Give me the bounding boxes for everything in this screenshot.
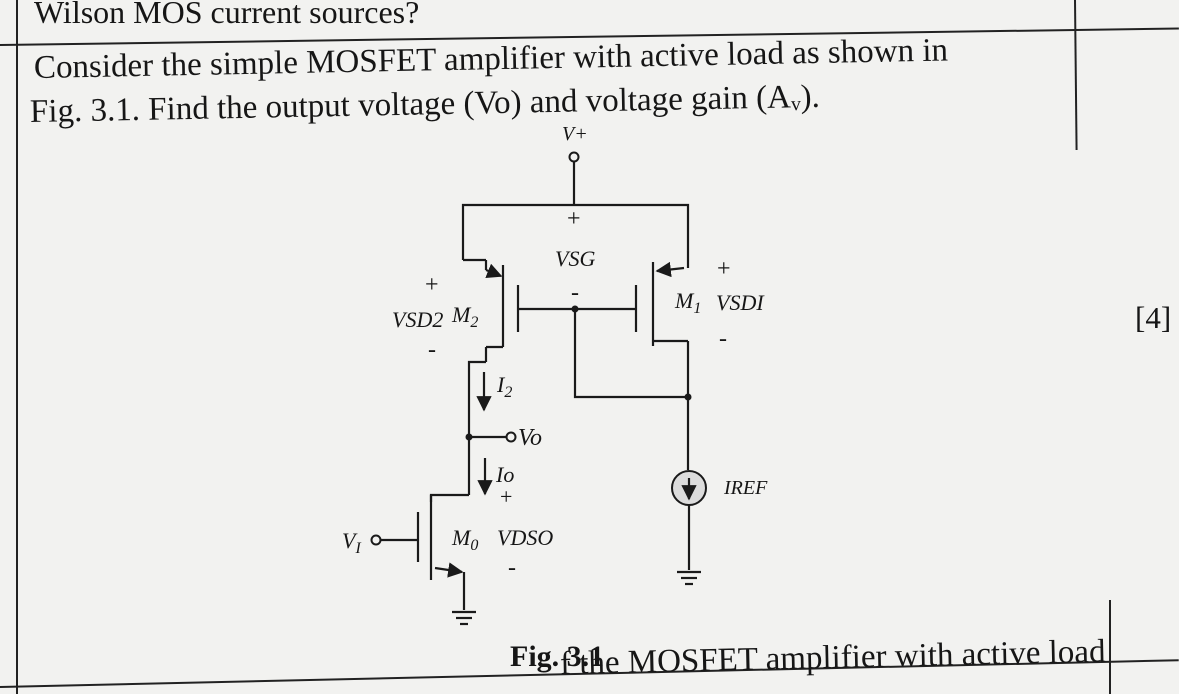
vo-label: Vo (518, 425, 542, 451)
supply-label: V+ (562, 123, 588, 145)
question-marks: [4] (1135, 300, 1172, 335)
vsg-plus: + (567, 206, 581, 232)
supply-terminal (568, 151, 580, 163)
m2-drain-to-output (467, 360, 486, 437)
ground-symbol-left (452, 610, 476, 626)
i2-subscript: 2 (504, 384, 512, 401)
top-rail (461, 203, 690, 260)
m0-subscript: 0 (470, 537, 478, 554)
vi-label: VI (342, 528, 361, 557)
m2-source-arrow (485, 263, 503, 279)
ground-symbol-right (677, 570, 701, 586)
iref-label: IREF (723, 477, 768, 499)
vsd1-minus: - (719, 326, 727, 352)
vsg-label: VSG (555, 246, 595, 271)
vsd2-plus: + (425, 272, 439, 298)
table-middle-border-lower (1109, 600, 1111, 694)
table-left-border (16, 0, 18, 694)
vds0-label: VDSO (497, 525, 553, 550)
m1-source-arrow (655, 261, 685, 278)
previous-question-fragment: Wilson MOS current sources? (34, 0, 420, 30)
m1-subscript: 1 (693, 300, 701, 317)
vds0-minus: - (508, 555, 516, 581)
m2-subscript: 2 (470, 314, 478, 331)
m1-label: M1 (674, 288, 701, 317)
io-label: Io (495, 462, 514, 487)
vds0-plus: + (500, 484, 512, 509)
vsd2-minus: - (428, 337, 436, 363)
i2-label: I2 (496, 372, 512, 401)
m0-drain-wire (429, 493, 469, 502)
m0-source-arrow (434, 562, 464, 578)
vi-subscript: I (354, 540, 361, 557)
m1-drain-junction (684, 393, 692, 401)
vsd1-plus: + (717, 256, 731, 282)
figure-caption: Fig. 3.1 (510, 640, 604, 673)
vsg-minus: - (571, 280, 579, 306)
output-terminal (505, 431, 517, 443)
m0-label: M0 (451, 525, 478, 554)
vsd1-label: VSDI (716, 290, 765, 315)
vsd2-label: VSD2 (392, 307, 443, 332)
input-terminal (370, 534, 382, 546)
m2-label: M2 (451, 302, 478, 331)
gate-to-m1-drain (573, 309, 688, 399)
